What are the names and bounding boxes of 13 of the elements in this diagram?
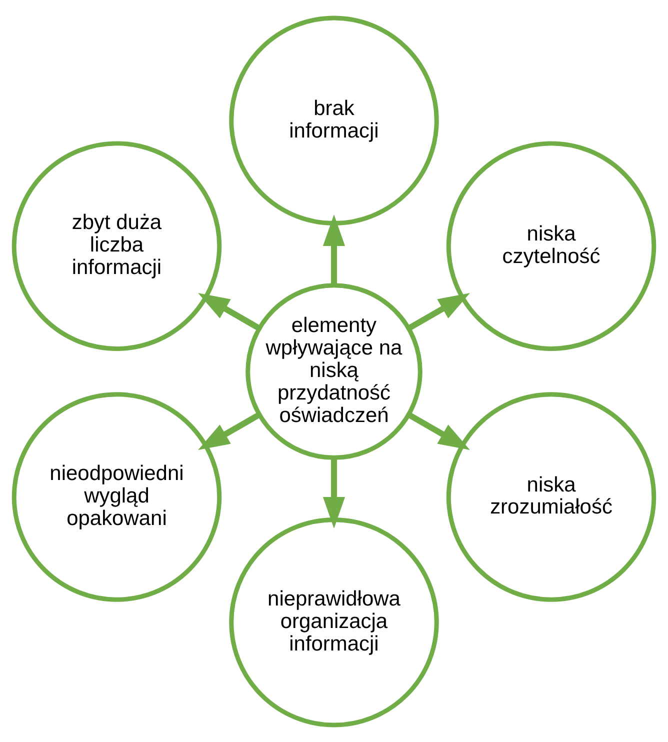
- arrow: [407, 412, 470, 450]
- arrow: [322, 214, 346, 285]
- arrow: [407, 292, 470, 330]
- node-circle: niska zrozumiałość: [446, 392, 656, 602]
- node-circle: brak informacji: [229, 15, 439, 225]
- arrow: [198, 412, 261, 450]
- node-circle: niska czytelność: [446, 140, 656, 350]
- arrow: [198, 292, 261, 330]
- node-circle: nieodpowiedni wygląd opakowani: [12, 392, 222, 602]
- node-circle: elementy wpływające na niską przydatność oświadczeń: [246, 282, 422, 460]
- node-circle: nieprawidłowa organizacja informacji: [229, 517, 439, 727]
- arrow: [322, 457, 346, 528]
- node-circle: zbyt duża liczba informacji: [12, 140, 222, 350]
